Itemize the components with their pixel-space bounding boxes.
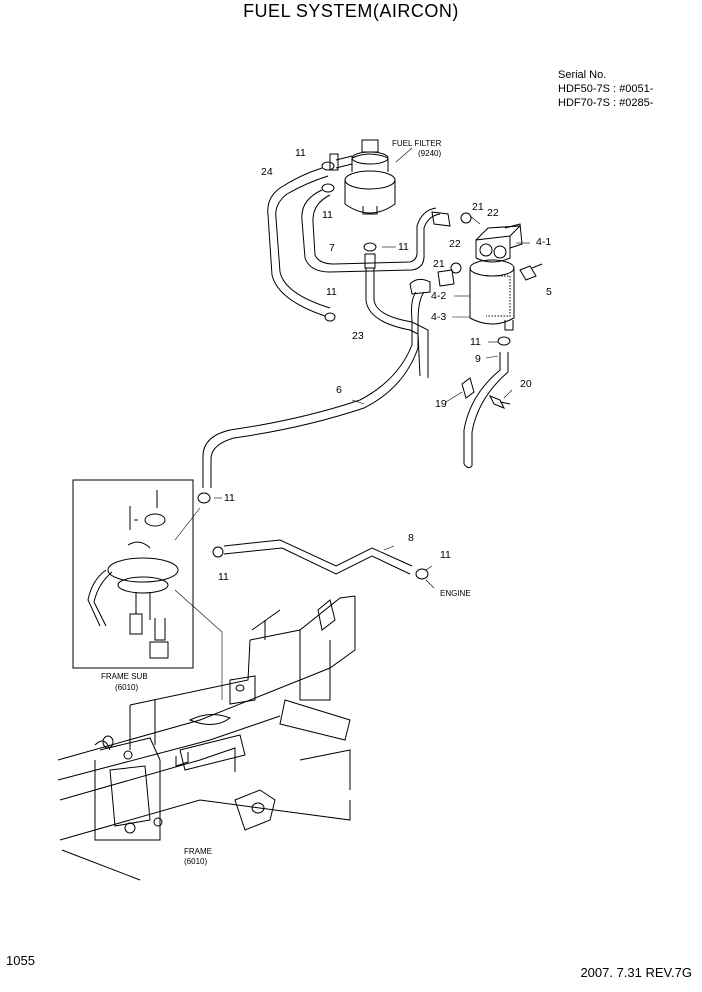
part-number-7: 7 [329, 242, 335, 254]
hose-24 [268, 168, 330, 316]
hose-7 [302, 190, 440, 272]
fuel-filter-code: (9240) [418, 149, 442, 158]
hose-clamps-lower [198, 493, 428, 579]
frame-code: (6010) [184, 857, 208, 866]
fuel-filter-assembly [330, 140, 395, 214]
hose-8 [224, 540, 412, 574]
part-leaders [214, 148, 530, 588]
page-title: FUEL SYSTEM(AIRCON) [243, 1, 459, 21]
part-number-11: 11 [326, 286, 337, 298]
part-number-4-3: 4-3 [431, 311, 447, 323]
part-number-22: 22 [487, 207, 499, 219]
part-number-23: 23 [352, 330, 364, 342]
frame-structure [58, 596, 355, 880]
part-number-11: 11 [398, 241, 409, 253]
bolt-20 [490, 396, 510, 408]
frame-sub-panel [73, 480, 193, 668]
part-number-20: 20 [520, 378, 532, 390]
fuel-filter-label: FUEL FILTER [392, 139, 442, 148]
hose-6 [203, 279, 430, 488]
part-number-11: 11 [470, 336, 481, 348]
part-number-19: 19 [435, 398, 447, 410]
part-number-21: 21 [472, 201, 484, 213]
part-number-6: 6 [336, 384, 342, 396]
serial-line-hdf70: HDF70-7S : #0285- [558, 97, 654, 109]
revision-date: 2007. 7.31 REV.7G [580, 965, 692, 980]
part-number-11: 11 [218, 571, 229, 583]
frame-sub-code: (6010) [115, 683, 139, 692]
part-number-11: 11 [322, 209, 333, 221]
part-number-11: 11 [295, 147, 306, 159]
part-number-11: 11 [440, 549, 451, 561]
page-number: 1055 [6, 953, 35, 968]
frame-label: FRAME [184, 847, 212, 856]
part-number-4-1: 4-1 [536, 236, 552, 248]
engine-label: ENGINE [440, 589, 471, 598]
separator-fittings [432, 212, 542, 286]
part-number-8: 8 [408, 532, 414, 544]
part-number-21: 21 [433, 258, 445, 270]
part-number-11: 11 [224, 492, 235, 504]
part-number-9: 9 [475, 353, 481, 365]
bracket-19 [462, 378, 474, 398]
leader-lines [175, 508, 222, 700]
part-number-4-2: 4-2 [431, 290, 447, 302]
part-number-24: 24 [261, 166, 273, 178]
serial-line-hdf50: HDF50-7S : #0051- [558, 83, 654, 95]
serial-heading: Serial No. [558, 69, 607, 81]
part-number-22: 22 [449, 238, 461, 250]
hose-clamps-fuel-filter [322, 162, 376, 321]
frame-sub-label: FRAME SUB [101, 672, 148, 681]
part-number-5: 5 [546, 286, 552, 298]
hose-9 [464, 337, 510, 468]
water-separator-assembly [470, 224, 522, 330]
